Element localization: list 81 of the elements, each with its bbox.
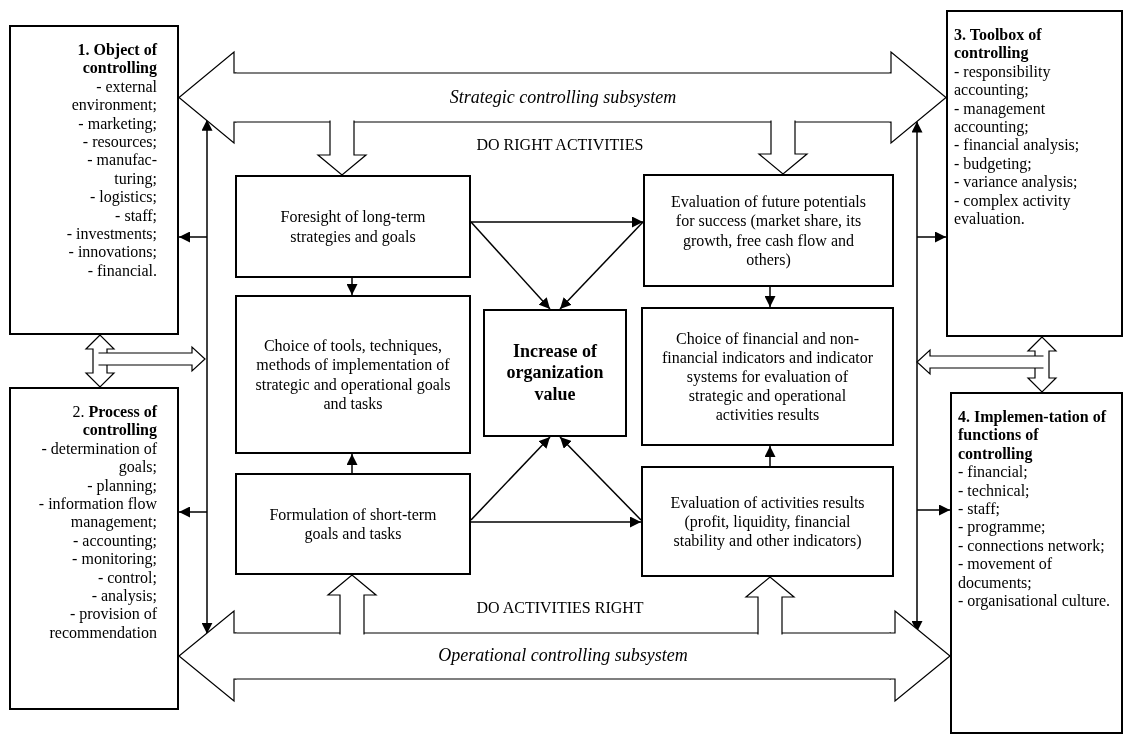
list-item: - staff;: [958, 499, 1001, 519]
process-box: [641, 307, 894, 446]
arrow: [470, 216, 644, 228]
category-box: [9, 387, 179, 710]
box-text: Choice of tools, techniques, methods of implementation of strategic and operational goals and tasks: [254, 336, 452, 413]
list-item: - provision of recommendation: [48, 605, 157, 643]
block-arrow: [326, 574, 378, 636]
box-text: Choice of financial and non-financial indicators and indicator systems for evaluation of strategic and operational activities results: [661, 328, 874, 425]
list-item: - planning;: [86, 476, 157, 495]
list-item: - external environment;: [70, 77, 157, 115]
list-item: - analysis;: [90, 586, 157, 606]
block-arrow: [757, 119, 809, 175]
arrow: [346, 277, 358, 296]
list-item: - variance analysis;: [954, 173, 1079, 192]
list-item: - monitoring;: [71, 550, 157, 569]
list-item: - organisational culture.: [958, 591, 1112, 611]
block-arrow: [916, 348, 1045, 376]
process-box: [235, 175, 471, 278]
list-item: - management accounting;: [954, 99, 1047, 137]
list-item: - accounting;: [72, 531, 157, 551]
arrow: [178, 506, 208, 518]
block-arrow: [744, 576, 796, 636]
box-text: Increase of organization value: [505, 340, 605, 406]
arrow: [916, 504, 951, 516]
category-box: [946, 10, 1123, 337]
list-item: - financial.: [86, 261, 157, 281]
process-box: [643, 174, 894, 287]
block-arrow: [888, 609, 951, 703]
subsystem-label: Operational controlling subsystem: [437, 645, 689, 666]
arrow: [916, 231, 947, 243]
list-item: - determination of goals;: [40, 439, 157, 477]
arrow: [559, 221, 644, 310]
category-box: [9, 25, 179, 335]
arrow: [559, 436, 642, 521]
list-item: - movement of documents;: [958, 555, 1054, 592]
list-item: - financial;: [958, 463, 1029, 482]
arrow: [470, 221, 551, 310]
list-item: - innovations;: [67, 243, 157, 262]
double-arrow: [201, 119, 213, 635]
list-item: - staff;: [114, 206, 157, 225]
activity-label: DO ACTIVITIES RIGHT: [476, 599, 644, 617]
list-item: - connections network;: [958, 536, 1106, 556]
block-arrow: [316, 119, 368, 176]
process-box: [641, 466, 894, 577]
list-item: - responsibility accounting;: [954, 62, 1052, 100]
box-text: Evaluation of activities results (profit, liquidity, financial stability and other indicators): [669, 492, 866, 551]
arrow: [470, 516, 642, 528]
box-heading: 2. Process of controlling: [71, 403, 157, 440]
category-box: [950, 392, 1123, 734]
block-arrow: [888, 50, 947, 145]
list-item: - technical;: [958, 481, 1031, 500]
list-item: - logistics;: [88, 188, 157, 207]
block-arrow: [97, 345, 206, 373]
subsystem-label: Strategic controlling subsystem: [448, 86, 678, 108]
block-arrow: [178, 609, 238, 703]
arrow: [178, 231, 208, 243]
box-heading: 4. Implemen-tation of functions of controlling: [958, 408, 1108, 464]
list-item: - financial analysis;: [954, 136, 1081, 155]
box-text: Formulation of short-term goals and tasks: [268, 504, 438, 544]
list-item: - resources;: [81, 132, 157, 152]
arrow: [470, 436, 551, 521]
box-heading: 3. Toolbox of controlling: [954, 26, 1043, 63]
list-item: - investments;: [65, 224, 157, 244]
box-text: Evaluation of future potentials for success (market share, its growth, free cash flow and others): [669, 192, 868, 269]
arrow: [346, 453, 358, 474]
list-item: - manufac-turing;: [86, 151, 157, 189]
list-item: - marketing;: [77, 114, 157, 133]
arrow: [764, 445, 776, 467]
block-arrow: [178, 50, 238, 145]
list-item: - information flow management;: [37, 494, 157, 532]
process-box: [235, 295, 471, 454]
list-item: - programme;: [958, 518, 1047, 537]
list-item: - budgeting;: [954, 154, 1033, 174]
arrow: [764, 286, 776, 308]
process-box: [483, 309, 627, 437]
process-box: [235, 473, 471, 575]
list-item: - control;: [96, 568, 157, 587]
box-heading: 1. Object of controlling: [76, 41, 157, 78]
activity-label: DO RIGHT ACTIVITIES: [476, 136, 644, 154]
box-text: Foresight of long-term strategies and goals: [279, 207, 427, 246]
list-item: - complex activity evaluation.: [954, 191, 1072, 229]
